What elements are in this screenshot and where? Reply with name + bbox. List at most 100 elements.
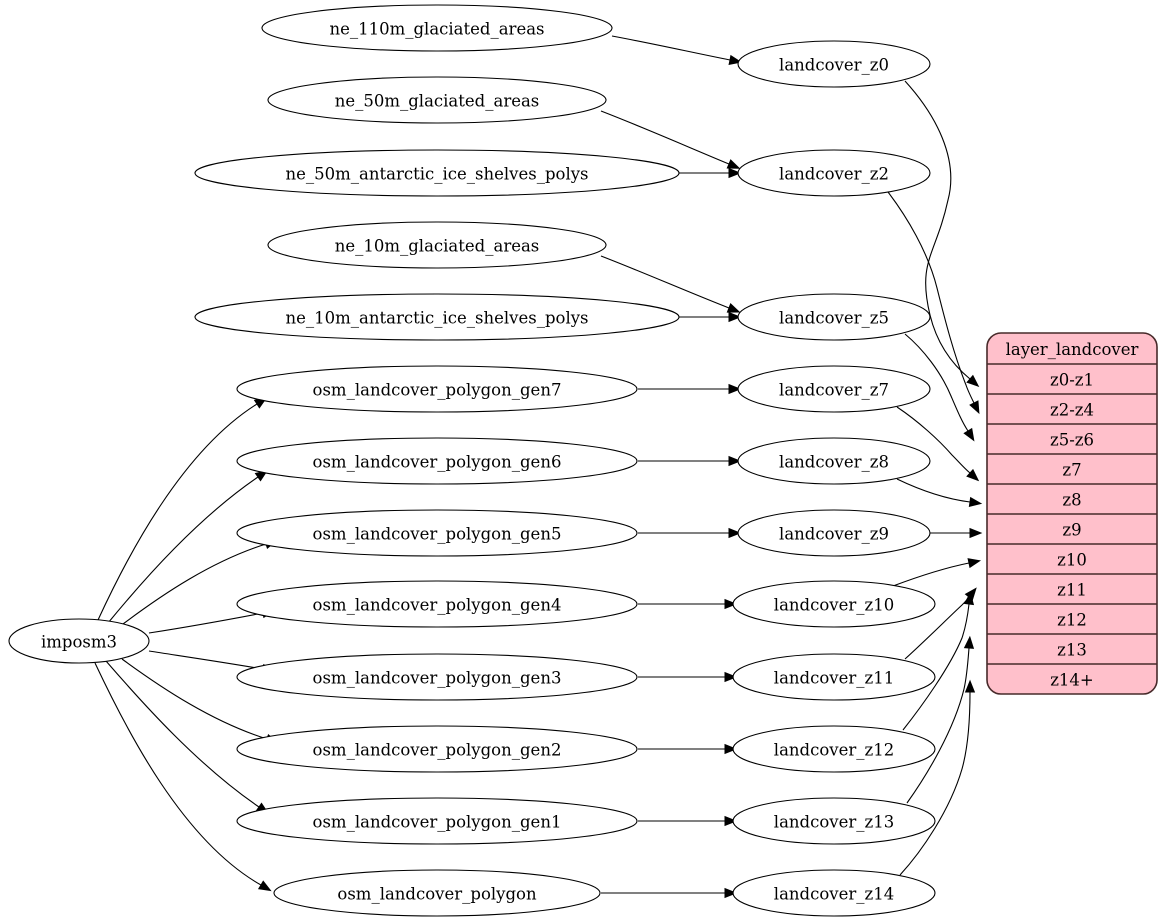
arrow-head-icon [728, 383, 742, 395]
edge-ne_50m_antarctic_ice_shelves_polys-to-landcover_z2 [679, 167, 742, 179]
node-osm_landcover_polygon_gen2[interactable]: osm_landcover_polygon_gen2 [236, 725, 638, 773]
arrow-head-icon [967, 558, 982, 569]
arrow-head-icon [724, 598, 738, 610]
table-row-label: z14+ [1050, 671, 1094, 690]
edge-osm_landcover_polygon-to-landcover_z14 [601, 887, 738, 899]
node-label: landcover_z10 [774, 596, 894, 615]
table-row-label: z7 [1062, 461, 1081, 480]
edge-landcover_z10-to-row-z10 [892, 558, 982, 587]
node-landcover_z5[interactable]: landcover_z5 [737, 293, 931, 341]
node-osm_landcover_polygon_gen1[interactable]: osm_landcover_polygon_gen1 [236, 797, 638, 845]
node-label: osm_landcover_polygon [337, 885, 537, 904]
arrow-head-icon [969, 527, 983, 539]
arrow-head-icon [724, 671, 738, 683]
node-label: osm_landcover_polygon_gen1 [313, 813, 562, 832]
edge-landcover_z5-to-row-z5-z6 [904, 333, 975, 442]
node-label: osm_landcover_polygon_gen6 [313, 453, 562, 472]
arrow-head-icon [969, 400, 980, 415]
node-label: osm_landcover_polygon_gen7 [313, 381, 562, 400]
node-landcover_z0[interactable]: landcover_z0 [737, 40, 931, 88]
arrow-head-icon [726, 303, 741, 313]
node-label: landcover_z7 [779, 381, 889, 400]
table-row-label: z13 [1057, 641, 1087, 660]
node-shape [732, 580, 936, 628]
arrow-head-icon [964, 679, 976, 693]
edge-ne_10m_antarctic_ice_shelves_polys-to-landcover_z5 [679, 311, 742, 323]
node-shape [236, 437, 638, 485]
node-shape [236, 580, 638, 628]
node-shape [273, 869, 601, 917]
node-ne_50m_glaciated_areas[interactable]: ne_50m_glaciated_areas [267, 76, 607, 124]
node-landcover_z14[interactable]: landcover_z14 [732, 869, 936, 917]
arrow-head-icon [966, 468, 980, 482]
node-osm_landcover_polygon_gen7[interactable]: osm_landcover_polygon_gen7 [236, 365, 638, 413]
node-ne_10m_antarctic_ice_shelves_polys[interactable]: ne_10m_antarctic_ice_shelves_polys [194, 293, 680, 341]
node-label: landcover_z5 [779, 309, 889, 328]
edge-landcover_z14-to-row-z14plus [899, 679, 976, 876]
table-row-label: z2-z4 [1050, 401, 1094, 420]
arrow-head-icon [728, 311, 742, 323]
arrow-head-icon [257, 880, 272, 892]
edge-imposm3-to-osm_landcover_polygon_gen7 [97, 397, 268, 621]
node-osm_landcover_polygon_gen4[interactable]: osm_landcover_polygon_gen4 [236, 580, 638, 628]
node-label: landcover_z9 [779, 525, 889, 544]
node-landcover_z9[interactable]: landcover_z9 [737, 509, 931, 557]
node-shape [267, 76, 607, 124]
table-row-label: z8 [1062, 491, 1081, 510]
node-shape [267, 221, 607, 269]
node-shape [8, 618, 150, 664]
node-osm_landcover_polygon_gen3[interactable]: osm_landcover_polygon_gen3 [236, 653, 638, 701]
node-osm_landcover_polygon_gen6[interactable]: osm_landcover_polygon_gen6 [236, 437, 638, 485]
node-landcover_z11[interactable]: landcover_z11 [732, 653, 936, 701]
node-shape [737, 365, 931, 413]
node-ne_50m_antarctic_ice_shelves_polys[interactable]: ne_50m_antarctic_ice_shelves_polys [194, 149, 680, 197]
node-label: landcover_z8 [779, 453, 889, 472]
edge-osm_landcover_polygon_gen4-to-landcover_z10 [638, 598, 738, 610]
node-label: landcover_z12 [774, 741, 894, 760]
node-osm_landcover_polygon[interactable]: osm_landcover_polygon [273, 869, 601, 917]
edges-layer [94, 35, 983, 899]
table-row-label: z0-z1 [1050, 371, 1094, 390]
edge-landcover_z8-to-row-z8 [896, 478, 983, 508]
node-osm_landcover_polygon_gen5[interactable]: osm_landcover_polygon_gen5 [236, 509, 638, 557]
edge-osm_landcover_polygon_gen1-to-landcover_z13 [638, 815, 738, 827]
node-shape [732, 869, 936, 917]
table-row-label: z12 [1057, 611, 1087, 630]
node-landcover_z7[interactable]: landcover_z7 [737, 365, 931, 413]
node-label: osm_landcover_polygon_gen2 [313, 741, 562, 760]
node-ne_10m_glaciated_areas[interactable]: ne_10m_glaciated_areas [267, 221, 607, 269]
node-shape [236, 365, 638, 413]
node-ne_110m_glaciated_areas[interactable]: ne_110m_glaciated_areas [261, 4, 613, 52]
arrow-head-icon [963, 635, 975, 649]
node-shape [737, 509, 931, 557]
node-shape [737, 437, 931, 485]
edge-landcover_z0-to-row-z0-z1 [904, 80, 980, 388]
edge-landcover_z2-to-row-z2-z4 [887, 191, 980, 415]
node-landcover_z2[interactable]: landcover_z2 [737, 149, 931, 197]
edge-landcover_z7-to-row-z7 [896, 406, 980, 482]
node-shape [732, 653, 936, 701]
layer-landcover-table[interactable]: layer_landcoverz0-z1z2-z4z5-z6z7z8z9z10z… [986, 332, 1158, 695]
arrow-head-icon [724, 887, 738, 899]
edge-ne_10m_glaciated_areas-to-landcover_z5 [600, 255, 741, 313]
node-imposm3[interactable]: imposm3 [8, 618, 150, 664]
node-landcover_z10[interactable]: landcover_z10 [732, 580, 936, 628]
node-label: osm_landcover_polygon_gen4 [313, 596, 562, 615]
node-landcover_z8[interactable]: landcover_z8 [737, 437, 931, 485]
node-shape [194, 149, 680, 197]
edge-ne_50m_glaciated_areas-to-landcover_z2 [600, 110, 741, 169]
edge-osm_landcover_polygon_gen7-to-landcover_z7 [638, 383, 742, 395]
node-shape [732, 797, 936, 845]
node-shape [737, 40, 931, 88]
node-landcover_z12[interactable]: landcover_z12 [732, 725, 936, 773]
edge-imposm3-to-osm_landcover_polygon [94, 662, 272, 892]
table-row-label: z11 [1057, 581, 1087, 600]
arrow-head-icon [728, 455, 742, 467]
arrow-head-icon [968, 496, 983, 508]
arrow-head-icon [724, 743, 738, 755]
node-landcover_z13[interactable]: landcover_z13 [732, 797, 936, 845]
node-shape [194, 293, 680, 341]
node-shape [236, 797, 638, 845]
